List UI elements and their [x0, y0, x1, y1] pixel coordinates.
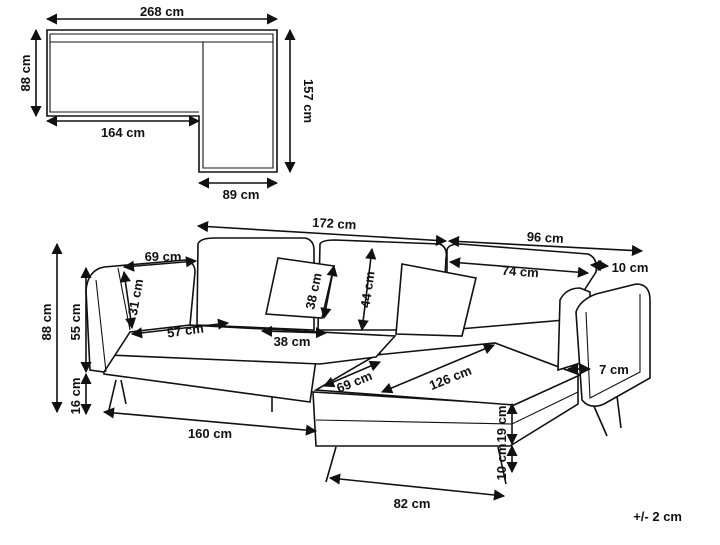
cushion-height-label: 19 cm: [494, 406, 509, 443]
armrest-depth-label: 69 cm: [145, 249, 182, 264]
leg-left-back: [120, 379, 127, 405]
leg-chaise-front: [325, 446, 337, 483]
pillow-width-arrow: [260, 325, 328, 339]
armrest-height-label: 31 cm: [125, 278, 146, 317]
right-armrest-inner: [585, 294, 641, 399]
pillow-left: [265, 257, 335, 319]
plan-chaise-width-label: 89 cm: [223, 187, 260, 202]
seat-depth-label: 57 cm: [166, 321, 205, 341]
plan-depth-label: 88 cm: [18, 55, 33, 92]
base-height-label: 10 cm: [494, 444, 509, 481]
base-width-arrow: [102, 407, 318, 436]
leg-right-back: [592, 403, 608, 437]
chaise-width-arrow: [447, 235, 644, 257]
seat-height-label: 55 cm: [68, 304, 83, 341]
pillow-height-arrow: [320, 264, 338, 320]
base-width-label: 160 cm: [188, 426, 232, 441]
chaise-base-width-label: 82 cm: [394, 496, 431, 511]
total-height-label: 88 cm: [39, 304, 54, 341]
chaise-inner-width-arrow: [448, 257, 590, 278]
armrest-depth-arrow: [122, 256, 198, 272]
chaise-length-arrow: [380, 343, 496, 394]
pillow-height-label: 38 cm: [302, 271, 324, 310]
chaise-arm-depth-arrow: [322, 360, 382, 388]
leg-height-label: 16 cm: [68, 378, 83, 415]
leg-left-front: [107, 379, 117, 415]
main-width-arrow: [196, 221, 448, 246]
leg-right-back-2: [616, 395, 622, 429]
plan-outline: [46, 29, 278, 173]
seat-depth-arrow: [130, 318, 230, 339]
plan-inner-outline: [49, 33, 274, 169]
arm-thickness-arrow: [589, 259, 610, 272]
main-width-label: 172 cm: [312, 215, 357, 233]
side-arm-width-label: 7 cm: [599, 362, 629, 377]
tolerance-note: +/- 2 cm: [633, 509, 682, 524]
arm-thickness-label: 10 cm: [612, 260, 649, 275]
plan-view: 268 cm 88 cm 164 cm 157 cm 89 cm: [18, 4, 316, 202]
pillow-width-label: 38 cm: [274, 334, 311, 349]
plan-total-depth-label: 157 cm: [301, 79, 316, 123]
backrest-height-arrow: [357, 247, 377, 332]
chaise-width-label: 96 cm: [526, 229, 564, 246]
backrest-height-label: 44 cm: [358, 270, 378, 309]
plan-seat-width-label: 164 cm: [101, 125, 145, 140]
chaise-base-width-arrow: [328, 473, 506, 501]
armrest-height-arrow: [119, 270, 137, 330]
right-armrest: [575, 283, 651, 408]
plan-total-width-label: 268 cm: [140, 4, 184, 19]
chaise-inner-width-label: 74 cm: [501, 263, 539, 281]
